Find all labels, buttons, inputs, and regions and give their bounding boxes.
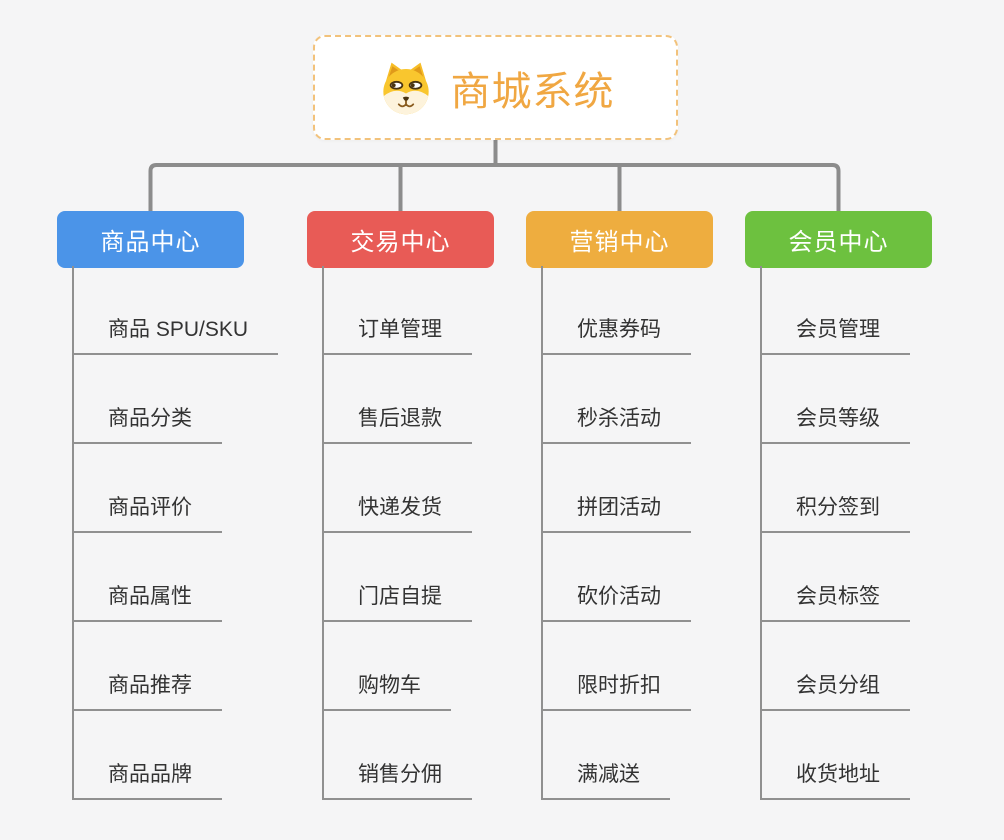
topic-item[interactable]: 订单管理 [324, 266, 472, 355]
topic-item[interactable]: 销售分佣 [324, 711, 472, 800]
topic-item[interactable]: 商品推荐 [74, 622, 222, 711]
branch-list-marketing-center: 优惠券码 秒杀活动 拼团活动 砍价活动 限时折扣 满减送 [541, 266, 691, 800]
root-node[interactable]: 商城系统 [313, 35, 678, 140]
topic-item[interactable]: 商品分类 [74, 355, 222, 444]
root-title: 商城系统 [450, 69, 615, 114]
topic-item[interactable]: 限时折扣 [543, 622, 691, 711]
topic-item[interactable]: 会员标签 [762, 533, 910, 622]
branch-bus-line [148, 163, 841, 211]
topic-item[interactable]: 售后退款 [324, 355, 472, 444]
branch-list-member-center: 会员管理 会员等级 积分签到 会员标签 会员分组 收货地址 [760, 266, 910, 800]
topic-item[interactable]: 满减送 [543, 711, 670, 800]
topic-item[interactable]: 秒杀活动 [543, 355, 691, 444]
dog-face-icon [382, 62, 429, 114]
topic-item[interactable]: 门店自提 [324, 533, 472, 622]
topic-item[interactable]: 商品品牌 [74, 711, 222, 800]
topic-item[interactable]: 商品评价 [74, 444, 222, 533]
topic-item[interactable]: 砍价活动 [543, 533, 691, 622]
topic-item[interactable]: 会员分组 [762, 622, 910, 711]
branch-list-trade-center: 订单管理 售后退款 快递发货 门店自提 购物车 销售分佣 [322, 266, 472, 800]
branch-header-marketing-center[interactable]: 营销中心 [526, 211, 713, 268]
topic-item[interactable]: 会员管理 [762, 266, 910, 355]
branch-header-member-center[interactable]: 会员中心 [745, 211, 932, 268]
topic-item[interactable]: 优惠券码 [543, 266, 691, 355]
branch-header-trade-center[interactable]: 交易中心 [307, 211, 494, 268]
topic-item[interactable]: 商品属性 [74, 533, 222, 622]
topic-item[interactable]: 购物车 [324, 622, 451, 711]
topic-item[interactable]: 快递发货 [324, 444, 472, 533]
topic-item[interactable]: 商品 SPU/SKU [74, 266, 279, 355]
branch-header-product-center[interactable]: 商品中心 [57, 211, 244, 268]
topic-item[interactable]: 会员等级 [762, 355, 910, 444]
topic-item[interactable]: 积分签到 [762, 444, 910, 533]
topic-item[interactable]: 拼团活动 [543, 444, 691, 533]
topic-item[interactable]: 收货地址 [762, 711, 910, 800]
branch-list-product-center: 商品 SPU/SKU 商品分类 商品评价 商品属性 商品推荐 商品品牌 [72, 266, 279, 800]
